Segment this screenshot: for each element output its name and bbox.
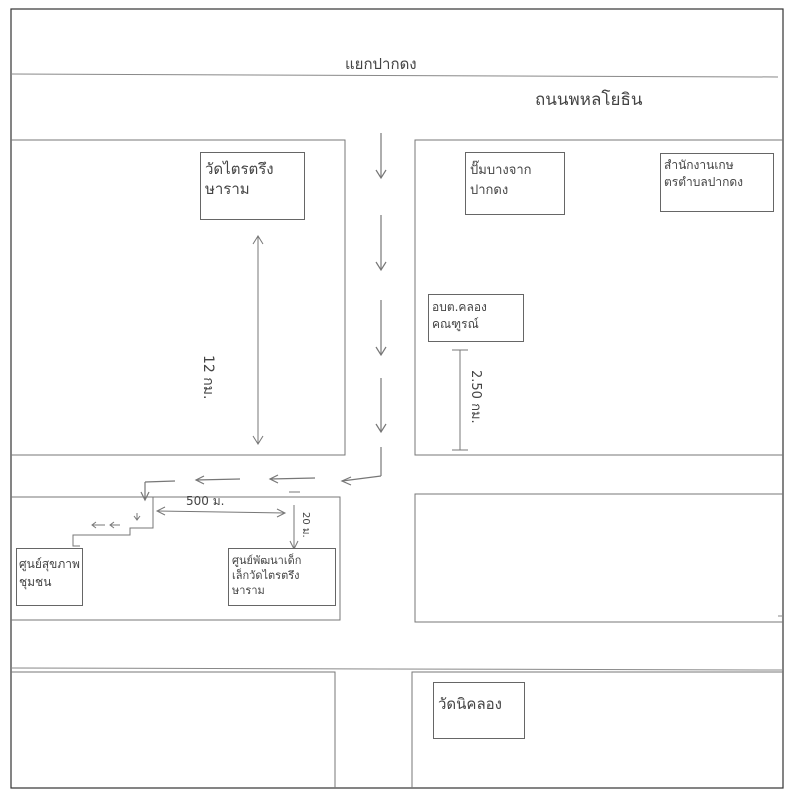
route-to-nursery — [72, 497, 154, 547]
map-frame — [10, 8, 784, 789]
place-clinic-label: ปั๊มบางจาก ปากดง — [470, 163, 532, 198]
place-nursery[interactable]: ศูนย์พัฒนาเด็ก เล็กวัดไตรตรึง ษาราม — [228, 548, 336, 606]
main-road-label: ถนนพหลโยธิน — [535, 90, 643, 110]
distance-label-12km: 12 กม. — [200, 355, 216, 400]
route-down-arrows — [375, 133, 387, 476]
road-edge-top — [10, 73, 779, 78]
distance-vertical-right — [452, 349, 468, 451]
block-sw — [11, 671, 336, 788]
block-e-mid — [414, 493, 783, 623]
place-tambon-office[interactable]: อบต.คลอง คณฑูรณ์ — [428, 294, 524, 342]
place-temple-se[interactable]: วัดนิคลอง — [433, 682, 525, 739]
distance-vertical-left — [252, 235, 264, 445]
distance-horizontal — [155, 506, 287, 518]
place-agri-office-label: สำนักงานเกษ ตรตำบลปากดง — [664, 158, 744, 189]
place-tambon-office-label: อบต.คลอง คณฑูรณ์ — [432, 300, 487, 331]
place-agri-office[interactable]: สำนักงานเกษ ตรตำบลปากดง — [660, 153, 774, 212]
place-clinic[interactable]: ปั๊มบางจาก ปากดง — [465, 152, 565, 215]
place-health-center[interactable]: ศูนย์สุขภาพ ชุมชน — [16, 548, 83, 606]
place-temple-nw-label: วัดไตรตรึง ษาราม — [205, 160, 274, 198]
place-nursery-label: ศูนย์พัฒนาเด็ก เล็กวัดไตรตรึง ษาราม — [232, 554, 302, 597]
junction-label: แยกปากดง — [345, 55, 417, 73]
place-temple-nw[interactable]: วัดไตรตรึง ษาราม — [200, 152, 305, 220]
block-w-mid — [11, 496, 341, 621]
place-health-center-label: ศูนย์สุขภาพ ชุมชน — [19, 557, 80, 589]
distance-label-20m: 20 ม. — [300, 512, 311, 538]
block-se — [411, 671, 783, 788]
place-temple-se-label: วัดนิคลอง — [438, 695, 502, 713]
distance-label-500m: 500 ม. — [186, 494, 225, 508]
block-nw — [11, 139, 346, 456]
route-left-arrows — [140, 474, 382, 502]
road-separator — [10, 667, 784, 671]
distance-label-2-50km: 2.50 กม. — [468, 370, 483, 424]
block-ne — [414, 139, 783, 456]
